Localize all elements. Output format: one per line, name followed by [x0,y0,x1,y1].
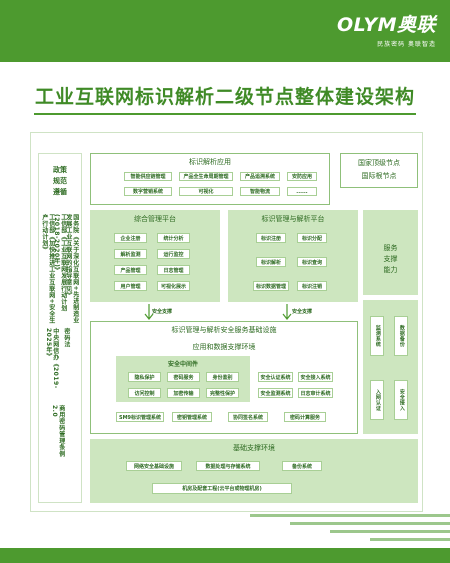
platform-item: 可视化展示 [157,281,190,291]
middleware-item: 完整性保护 [206,388,239,398]
side-item: 安全接入 [394,380,408,420]
id-item: 标识解析 [256,257,286,267]
security-system: 日志审计系统 [298,388,333,398]
policy-doc-1: 工信部《加快推进工业互联网+安全生产行动计划》 [40,214,55,324]
national-node-line2: 国际根节点 [361,172,397,180]
page-title: 工业互联网标识解析二级节点整体建设架构 [34,86,415,108]
platform-item: 运行监控 [157,249,190,259]
policy-doc-3: 国务院《关于深化互联网+先进制造业发展工业互联网的指导意见》 [64,214,79,324]
base-env-title: 基础支撑环境 [233,444,275,452]
platform-item: 企业注册 [114,233,147,243]
brand-slogan: 民族密码 奥联智造 [377,41,436,48]
national-node-line1: 国家顶级节点 [358,159,400,167]
security-support-right: 安全支撑 [292,309,313,315]
app-item: 智能物流 [240,187,280,196]
security-system: 安全监测系统 [258,388,293,398]
base-item: 备份系统 [282,461,322,471]
national-node-box [340,153,418,188]
platform-item: 产品管理 [114,265,147,275]
crypto-system: 密钥管理系统 [172,412,212,422]
id-management-platform [228,210,358,302]
base-item: 网络安全基础设施 [126,461,182,471]
id-management-title: 标识管理与解析平台 [261,215,325,223]
side-item: 入网认证 [370,380,384,420]
app-item: 产品追溯系统 [240,172,280,181]
app-item: 产品全生命周期管理 [179,172,233,181]
app-layer-title: 标识解析应用 [189,158,231,166]
platform-item: 用户管理 [114,281,147,291]
id-item: 标识查询 [297,257,327,267]
policy-doc-4: 中央网信办《2019-2025年》 [44,328,59,389]
decorative-dots [250,514,450,541]
security-support-arrows [144,304,292,320]
crypto-system: 密码计算服务 [284,412,326,422]
app-item: 可视化 [179,187,233,196]
security-system: 安全接入系统 [298,372,333,382]
policy-doc-2: 工信部《工业互联网发展行动计划(2018-2020年)》 [52,214,67,312]
policy-column [38,153,82,503]
integrated-platform-title: 综合管理平台 [134,215,176,223]
side-item: 监测系统 [370,316,384,356]
title-underline [34,113,416,115]
middleware-item: 密码服务 [167,372,200,382]
app-item: 安防应用 [287,172,317,181]
brand-name: OLYM奥联 [337,14,436,36]
base-item: 数据处理与存储系统 [196,461,260,471]
app-item: 智能供应链管理 [124,172,172,181]
app-item: 数字营销系统 [124,187,172,196]
id-item: 标识分配 [297,233,327,243]
id-item: 标识注册 [256,233,286,243]
policy-doc-5: 密码法 [62,328,70,348]
platform-item: 解析监测 [114,249,147,259]
policy-doc-6: 商用密码管理条例 2.0 [50,405,65,457]
base-bottom-item: 机房及配套工程(云平台或物理机房) [152,483,292,494]
bottom-banner [0,548,450,563]
middleware-item: 身份鉴别 [206,372,239,382]
middleware-item: 访问控制 [128,388,161,398]
service-support-label: 服务 支撑 能力 [383,244,398,274]
top-banner [0,0,450,62]
crypto-system: 协同签名系统 [228,412,268,422]
id-item: 标识注销 [297,281,327,291]
app-item: ...... [287,187,317,196]
security-support-left: 安全支撑 [152,309,173,315]
service-support-panel [363,210,418,295]
side-item: 数据备份 [394,316,408,356]
middleware-item: 隐私保护 [128,372,161,382]
policy-heading: 政策 规范 遵循 [53,166,67,196]
integrated-platform [90,210,220,302]
middleware-item: 加密传输 [167,388,200,398]
security-infra-title: 标识管理与解析安全服务基础设施 [171,326,277,334]
middleware-title: 安全中间件 [167,361,198,368]
platform-item: 日志管理 [157,265,190,275]
security-system: 安全认证系统 [258,372,293,382]
id-item: 标识数据管理 [253,281,289,291]
platform-item: 统计分析 [157,233,190,243]
crypto-system: SM9标识管理系统 [116,412,164,422]
brand-logo: OLYM奥联 民族密码 奥联智造 [337,10,436,48]
app-data-env-title: 应用和数据支撑环境 [192,343,256,351]
